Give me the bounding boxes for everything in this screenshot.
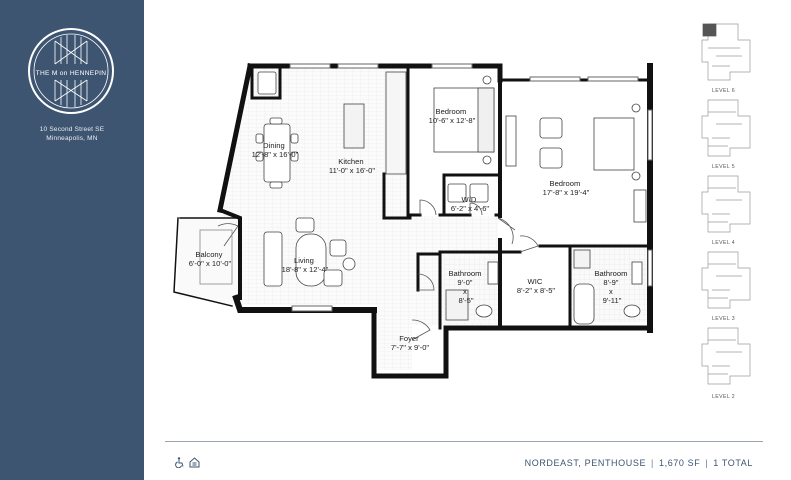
- footer-divider: [165, 441, 763, 442]
- room-label-foyer: Foyer 7'-7" x 9'-0": [391, 334, 430, 352]
- keyplate-level-4: [701, 175, 751, 233]
- room-label-kitchen: Kitchen 11'-0" x 16'-0": [329, 157, 375, 175]
- room-label-wd: W/D 6'-2" x 4'-6": [451, 195, 490, 213]
- floor-fills: [178, 68, 648, 370]
- keyplate-level-6: [701, 23, 751, 81]
- equal-housing-icon: [189, 457, 200, 468]
- windows: [289, 63, 653, 312]
- address-line-1: 10 Second Street SE: [39, 126, 105, 133]
- unit-count: 1 TOTAL: [713, 458, 753, 468]
- address-line-2: Minneapolis, MN: [46, 135, 98, 142]
- room-label-wic: WIC 8'-2" x 8'-5": [517, 277, 556, 295]
- level-label-3[interactable]: LEVEL 3: [712, 316, 736, 322]
- room-label-living: Living 18'-8" x 12'-4": [282, 256, 329, 274]
- unit-name: NORDEAST, PENTHOUSE: [524, 458, 647, 468]
- accessible-icon: [175, 457, 184, 468]
- room-label-bedroom-1: Bedroom 10'-6" x 12'-8": [429, 107, 476, 125]
- footer-separator: |: [651, 458, 654, 468]
- doors: [217, 199, 539, 341]
- unit-summary: NORDEAST, PENTHOUSE | 1,670 SF | 1 TOTAL: [525, 458, 753, 468]
- brand-logo: THE M on HENNEPIN: [28, 28, 114, 114]
- level-label-5[interactable]: LEVEL 5: [712, 164, 736, 170]
- level-label-6[interactable]: LEVEL 6: [712, 88, 736, 94]
- room-label-balcony: Balcony 6'-0" x 10'-0": [189, 250, 232, 268]
- footer-separator: |: [705, 458, 709, 468]
- logo-text: THE M on HENNEPIN: [36, 70, 107, 77]
- level-label-4[interactable]: LEVEL 4: [712, 240, 736, 246]
- unit-area: 1,670 SF: [659, 458, 701, 468]
- room-label-dining: Dining 12'-8" x 16'-0": [252, 141, 299, 159]
- brand-sidebar: THE M on HENNEPIN 10 Second Street SE Mi…: [0, 0, 144, 480]
- level-label-2[interactable]: LEVEL 2: [712, 394, 736, 400]
- room-label-bedroom-2: Bedroom 17'-8" x 19'-4": [543, 179, 590, 197]
- keyplate-level-5: [701, 99, 751, 157]
- level-keyplates: [701, 23, 751, 385]
- keyplate-level-2: [701, 327, 751, 385]
- furniture: [199, 71, 647, 325]
- room-label-bathroom-1: Bathroom 9'-0" x 8'-5": [448, 269, 483, 305]
- keyplate-level-3: [701, 251, 751, 309]
- room-labels: Bedroom 10'-6" x 12'-8" Bedroom 17'-8" x…: [189, 107, 629, 352]
- brand-address: 10 Second Street SE Minneapolis, MN: [0, 125, 144, 143]
- room-label-bathroom-2: Bathroom 8'-9" x 9'-11": [594, 269, 629, 305]
